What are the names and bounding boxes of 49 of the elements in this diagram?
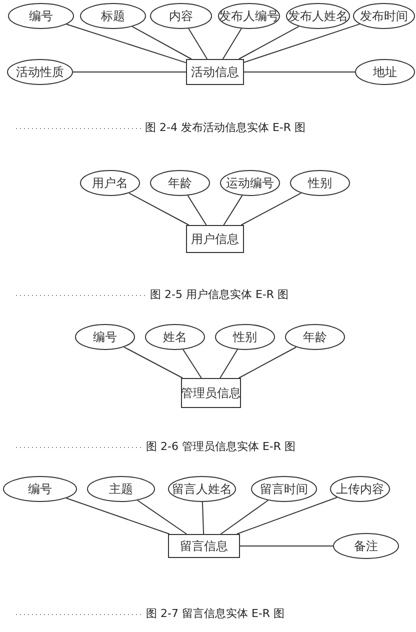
connector-line [66, 24, 186, 64]
connector-line [66, 498, 170, 534]
connector-line [238, 346, 297, 378]
attribute-ellipse: 地址 [355, 59, 415, 85]
connector-line [240, 192, 302, 226]
connector-line [244, 24, 360, 63]
connector-line [132, 26, 192, 60]
attribute-ellipse: 用户名 [80, 170, 140, 196]
attribute-ellipse: 发布人编号 [218, 3, 280, 29]
entity-box: 活动信息 [186, 59, 244, 85]
attribute-ellipse: 发布时间 [353, 3, 415, 29]
attribute-ellipse: 留言人姓名 [168, 476, 236, 502]
figure-caption: 图 2-5 用户信息实体 E-R 图 [150, 287, 289, 302]
attribute-ellipse: 上传内容 [330, 476, 390, 502]
connector-line [182, 349, 202, 378]
connector-line [238, 26, 300, 60]
attribute-ellipse: 性别 [215, 324, 275, 350]
attribute-ellipse: 运动编号 [220, 170, 280, 196]
connector-line [187, 195, 207, 226]
connector-line [188, 28, 208, 60]
entity-box: 用户信息 [186, 225, 244, 253]
connector-line [128, 192, 190, 226]
figure-caption: 图 2-6 管理员信息实体 E-R 图 [146, 439, 296, 454]
figure-caption: 图 2-4 发布活动信息实体 E-R 图 [145, 120, 306, 135]
attribute-ellipse: 年龄 [285, 324, 345, 350]
attribute-ellipse: 活动性质 [7, 59, 73, 85]
connector-line [124, 346, 184, 378]
connector-line [220, 500, 269, 534]
attribute-ellipse: 性别 [290, 170, 350, 196]
attribute-ellipse: 发布人姓名 [286, 3, 350, 29]
connector-line [202, 502, 204, 534]
attribute-ellipse: 编号 [8, 3, 74, 29]
figure-caption: 图 2-7 留言信息实体 E-R 图 [146, 606, 285, 621]
connector-line [222, 28, 242, 60]
entity-box: 管理员信息 [181, 378, 241, 408]
attribute-ellipse: 编号 [75, 324, 135, 350]
attribute-ellipse: 标题 [80, 3, 146, 29]
attribute-ellipse: 主题 [87, 476, 155, 502]
entity-box: 留言信息 [168, 534, 240, 558]
attribute-ellipse: 备注 [333, 533, 399, 559]
connector-line [137, 500, 188, 534]
connector-line [220, 349, 238, 378]
attribute-ellipse: 编号 [3, 476, 77, 502]
connector-line [223, 195, 243, 226]
connector-line [236, 496, 338, 534]
attribute-ellipse: 留言时间 [251, 476, 317, 502]
attribute-ellipse: 内容 [150, 3, 212, 29]
attribute-ellipse: 姓名 [145, 324, 205, 350]
attribute-ellipse: 年龄 [150, 170, 210, 196]
